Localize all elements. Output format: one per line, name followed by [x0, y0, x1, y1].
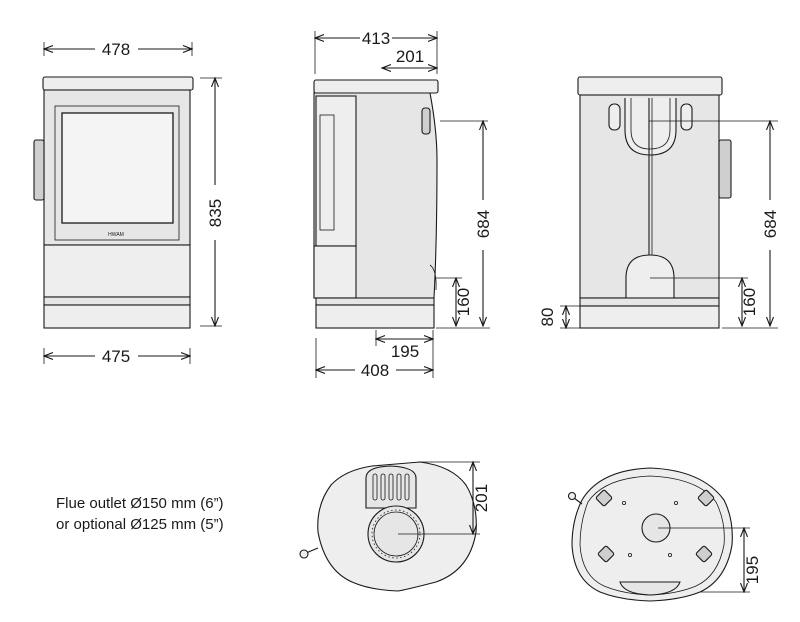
side-bottom-depth-label: 408 [361, 361, 389, 380]
side-view [313, 79, 439, 329]
bottom-view [567, 467, 733, 602]
top-flue-offset-label: 201 [472, 484, 491, 512]
rear-air-height-label: 160 [740, 288, 759, 316]
top-dimensions: 201 [398, 462, 491, 534]
rear-flue-height-label: 684 [761, 210, 780, 238]
side-top-offset-label: 201 [396, 47, 424, 66]
flue-outlet-note-line2: or optional Ø125 mm (5”) [56, 516, 224, 533]
side-air-height-label: 160 [454, 288, 473, 316]
rear-view [577, 76, 732, 329]
front-bottom-width-label: 475 [102, 347, 130, 366]
front-top-width-label: 478 [102, 40, 130, 59]
side-flue-height-label: 684 [474, 210, 493, 238]
flue-outlet-note-line1: Flue outlet Ø150 mm (6”) [56, 495, 224, 512]
side-dimensions: 413 201 684 160 195 408 [315, 29, 493, 380]
bottom-air-offset-label: 195 [743, 556, 762, 584]
top-view [299, 461, 477, 592]
brand-label: HWAM [108, 232, 124, 238]
front-dimensions: 478 475 835 [44, 40, 225, 366]
front-view: HWAM [33, 76, 194, 329]
front-height-label: 835 [206, 199, 225, 227]
bottom-dimensions: 195 [658, 528, 762, 592]
side-bottom-offset-label: 195 [391, 342, 419, 361]
rear-base-height-label: 80 [538, 308, 557, 327]
flue-outlet-note: Flue outlet Ø150 mm (6”) or optional Ø12… [56, 493, 224, 535]
side-top-depth-label: 413 [362, 29, 390, 48]
rear-dimensions: 684 160 80 [538, 121, 780, 328]
